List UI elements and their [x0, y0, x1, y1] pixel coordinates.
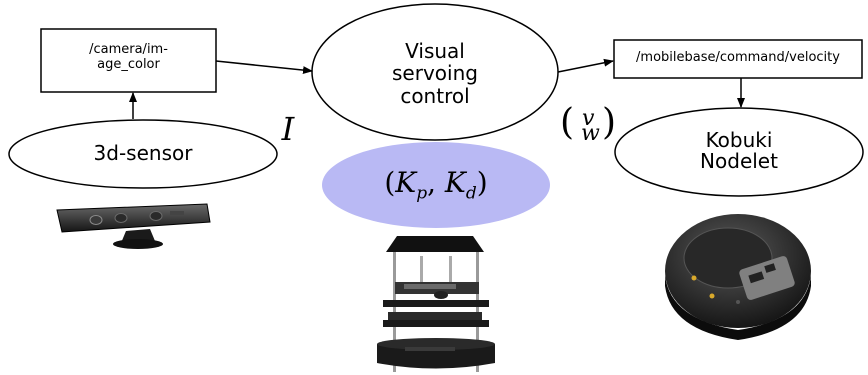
- velocity-edge-label: ( v w ): [560, 102, 620, 157]
- sensor-label: 3d-sensor: [93, 141, 193, 165]
- camera-to-servo-arrow: [215, 60, 313, 75]
- gains-label: (Kp, Kd): [336, 167, 536, 204]
- camera-topic-label: /camera/im- age_color: [41, 42, 216, 72]
- kobuki-line2: Nodelet: [700, 149, 778, 173]
- image-edge-label: I: [281, 110, 295, 148]
- gain-kd: K: [444, 166, 466, 199]
- velocity-topic-box: [613, 39, 863, 79]
- camera-topic-line1: /camera/im-: [89, 42, 168, 57]
- kobuki-base-image: [665, 214, 811, 340]
- gain-kp-subscript: p: [416, 183, 428, 204]
- kobuki-line1: Kobuki: [705, 128, 773, 152]
- velocity-w: w: [581, 121, 600, 146]
- camera-topic-line2: age_color: [97, 56, 160, 72]
- gains-separator: ,: [427, 166, 445, 199]
- visual-servoing-line1: Visual: [405, 39, 465, 63]
- gains-close-paren: ): [476, 166, 488, 199]
- velocity-topic-label: /mobilebase/command/velocity: [636, 50, 840, 65]
- visual-servoing-line3: control: [400, 83, 470, 108]
- visual-servoing-line2: servoing: [392, 61, 478, 86]
- gains-node: [322, 142, 550, 228]
- servo-to-velocity-arrow: [557, 58, 614, 73]
- gain-kp: K: [395, 166, 417, 199]
- velocity-close-paren: ): [602, 102, 617, 143]
- visual-servoing-label: Visual servoing control: [335, 39, 535, 108]
- sensor-node: [8, 119, 278, 189]
- gain-kd-subscript: d: [465, 183, 477, 204]
- turtlebot-robot-image: [377, 236, 495, 372]
- kobuki-node: [614, 107, 864, 197]
- camera-topic-box: [40, 28, 217, 93]
- velocity-open-paren: (: [560, 102, 575, 143]
- kobuki-label: Kobuki Nodelet: [639, 130, 839, 172]
- gains-open-paren: (: [384, 166, 396, 199]
- kinect-sensor-image: [56, 203, 211, 249]
- velocity-v: v: [582, 106, 595, 131]
